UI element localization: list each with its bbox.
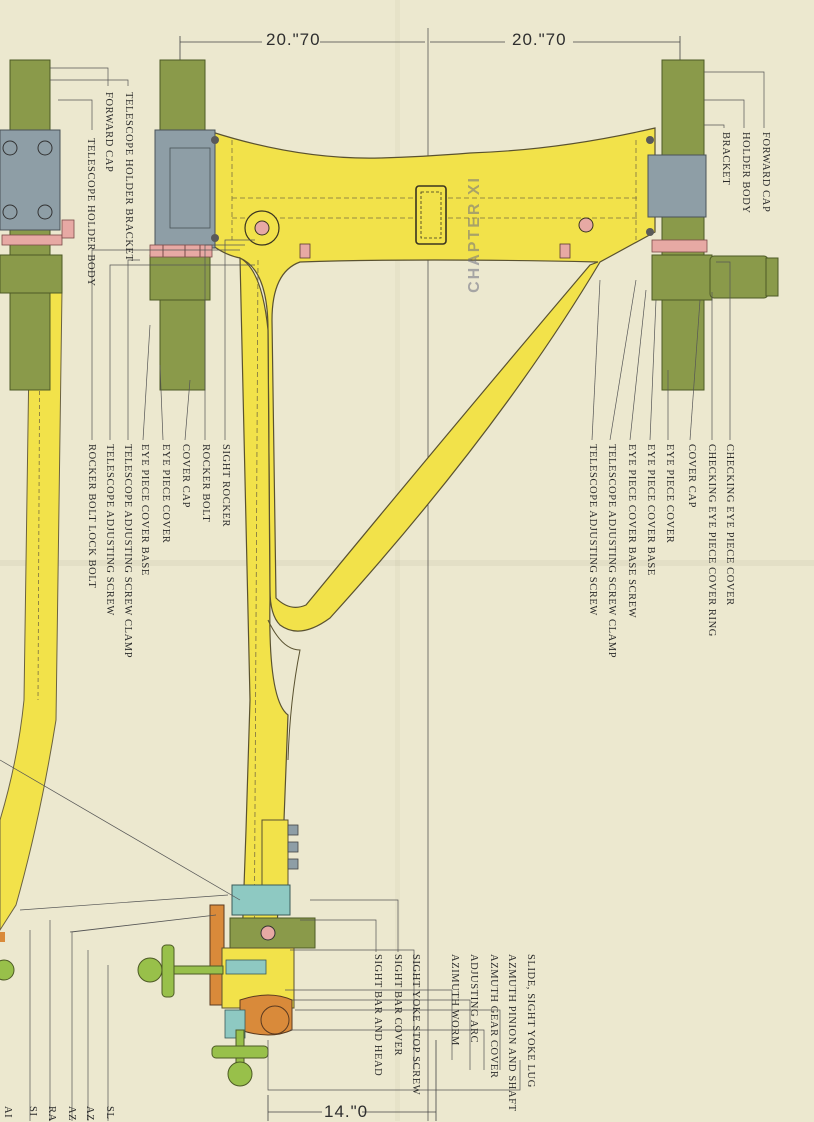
label-azmuth-gear-cover: AZMUTH GEAR COVER [488,954,499,1079]
label-cover-cap-right: COVER CAP [686,444,697,509]
label-sight-bar-and-head: SIGHT BAR AND HEAD [372,954,383,1077]
leader-lines [0,67,765,1121]
label-cut-si: SI [27,1106,38,1117]
azimuth-mechanism [137,819,316,1087]
left-telescope [149,59,219,391]
label-sight-bar-cover: SIGHT BAR COVER [392,954,403,1057]
label-telescope-adjusting-screw-clamp-left: TELESCOPE ADJUSTING SCREW CLAMP [122,444,133,659]
label-holder-body-right: HOLDER BODY [740,132,751,214]
label-azmuth-pinion-and-shaft: AZMUTH PINION AND SHAFT [506,954,517,1112]
label-eye-piece-cover-right: EYE PIECE COVER [664,444,675,544]
label-rocker-bolt-lock-bolt: ROCKER BOLT LOCK BOLT [86,444,97,589]
label-checking-eye-piece-cover: CHECKING EYE PIECE COVER [724,444,735,606]
label-telescope-adjusting-screw-right: TELESCOPE ADJUSTING SCREW [587,444,598,616]
label-sight-rocker: SIGHT ROCKER [220,444,231,528]
label-rocker-bolt: ROCKER BOLT [200,444,211,523]
left-partial-frame [0,59,75,981]
label-cut-ai: AI [2,1106,13,1119]
label-eye-piece-cover-base-left: EYE PIECE COVER BASE [139,444,150,576]
dimension-bottom: 14."0 [324,1102,369,1121]
chapter-stamp: CHAPTER XI [466,176,483,293]
label-telescope-adjusting-screw-clamp-right: TELESCOPE ADJUSTING SCREW CLAMP [606,444,617,659]
label-cut-az-2: AZ [66,1106,77,1122]
label-checking-eye-piece-cover-ring: CHECKING EYE PIECE COVER RING [706,444,717,637]
right-telescope [646,59,779,391]
label-eye-piece-cover-base-right: EYE PIECE COVER BASE [645,444,656,576]
label-sight-yoke-stop-screw: SIGHT YOKE STOP SCREW [410,954,421,1096]
label-adjusting-arc: ADJUSTING ARC [468,954,479,1044]
label-bracket-right: BRACKET [720,132,731,186]
dimension-top-left: 20."70 [266,30,321,49]
label-slide-sight-yoke-lug: SLIDE, SIGHT YOKE LUG [525,954,536,1088]
label-eye-piece-cover-left: EYE PIECE COVER [160,444,171,544]
label-azimuth-worm: AZIMUTH WORM [449,954,460,1046]
label-telescope-adjusting-screw-left: TELESCOPE ADJUSTING SCREW [104,444,115,616]
dimension-top-right: 20."70 [512,30,567,49]
label-cut-ra: RA [46,1106,57,1122]
label-telescope-holder-body: TELESCOPE HOLDER BODY [85,138,96,287]
label-cover-cap-left: COVER CAP [180,444,191,509]
label-cut-az-1: AZ [84,1106,95,1122]
label-cut-sl: SL [104,1106,115,1120]
label-forward-cap-left: FORWARD CAP [103,92,114,173]
label-eye-piece-cover-base-screw: EYE PIECE COVER BASE SCREW [626,444,637,619]
label-telescope-holder-bracket: TELESCOPE HOLDER BRACKET [123,92,134,262]
label-forward-cap-right: FORWARD CAP [760,132,771,213]
